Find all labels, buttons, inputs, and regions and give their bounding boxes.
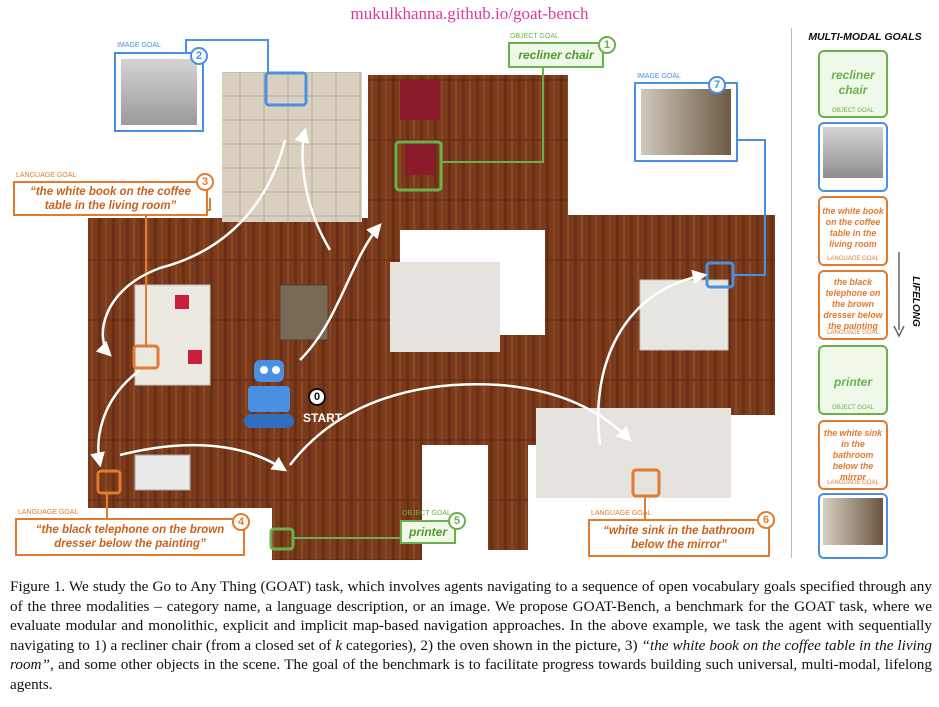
recliner-chairs	[405, 140, 435, 175]
oven-photo	[121, 59, 197, 125]
language-goal-3: “the white book on the coffee table in t…	[13, 181, 208, 216]
bathroom-1	[390, 262, 500, 352]
language-goal-label: LANGUAGE GOAL	[591, 510, 652, 517]
object-goal-5: printer	[400, 520, 456, 544]
sidebar-card-image: IMAGE GOAL	[818, 122, 888, 192]
step-4-badge: 4	[232, 513, 250, 531]
cushion	[175, 295, 189, 309]
rug	[134, 454, 191, 491]
step-5-badge: 5	[448, 512, 466, 530]
project-url[interactable]: mukulkhanna.github.io/goat-bench	[350, 4, 589, 23]
sidebar-divider	[791, 28, 792, 558]
lifelong-indicator: LIFELONG	[902, 266, 922, 336]
recliner-chairs	[400, 80, 440, 120]
sidebar-card-language: the white book on the coffee table in th…	[818, 196, 888, 266]
bed	[639, 279, 729, 351]
image-goal-2	[114, 52, 204, 132]
sidebar-card-language: the white sink in the bathroom below the…	[818, 420, 888, 490]
lifelong-label: LIFELONG	[909, 276, 921, 327]
sidebar-card-object: recliner chair OBJECT GOAL	[818, 50, 888, 118]
language-goal-label: LANGUAGE GOAL	[18, 509, 79, 516]
kitchen-tile	[222, 72, 362, 222]
image-goal-label: IMAGE GOAL	[117, 42, 161, 49]
image-goal-label: IMAGE GOAL	[637, 73, 681, 80]
step-6-badge: 6	[757, 511, 775, 529]
language-goal-label: LANGUAGE GOAL	[16, 172, 77, 179]
language-goal-6: “white sink in the bathroom below the mi…	[588, 519, 770, 557]
lifelong-arrow-icon	[893, 252, 905, 338]
bedroom-photo-thumb	[823, 498, 883, 545]
figure-caption: Figure 1. We study the Go to Any Thing (…	[10, 578, 932, 693]
oven-photo-thumb	[823, 127, 883, 178]
sidebar-card-image: IMAGE GOAL	[818, 493, 888, 559]
language-goal-4: “the black telephone on the brown dresse…	[15, 518, 245, 556]
sidebar-title: MULTI-MODAL GOALS	[808, 31, 922, 43]
object-goal-label: OBJECT GOAL	[510, 33, 559, 40]
bedroom-photo	[641, 89, 731, 155]
robot-agent	[244, 360, 294, 428]
step-3-badge: 3	[196, 173, 214, 191]
step-7-badge: 7	[708, 76, 726, 94]
sidebar-card-object: printer OBJECT GOAL	[818, 345, 888, 415]
start-badge: 0	[308, 388, 326, 406]
object-goal-label: OBJECT GOAL	[402, 510, 451, 517]
start-label: START	[303, 411, 343, 425]
dining-table	[279, 284, 329, 341]
step-2-badge: 2	[190, 47, 208, 65]
cushion	[188, 350, 202, 364]
object-goal-1: recliner chair	[508, 42, 604, 68]
image-goal-7	[634, 82, 738, 162]
sidebar-card-language: the black telephone on the brown dresser…	[818, 270, 888, 340]
step-1-badge: 1	[598, 36, 616, 54]
